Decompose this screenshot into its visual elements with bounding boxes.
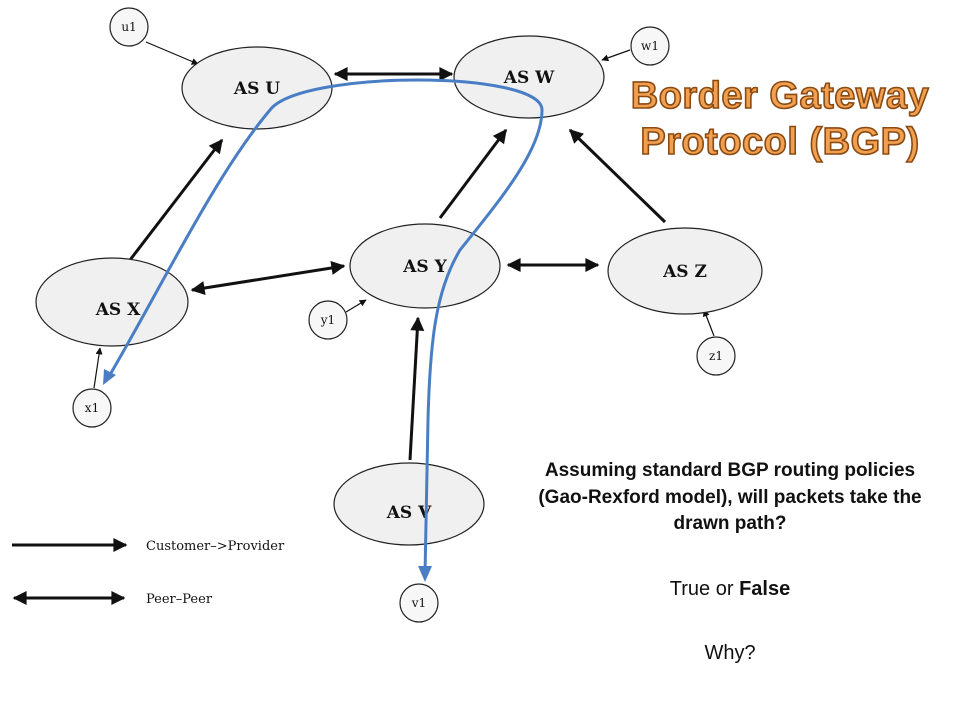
node-as-y-label: AS Y — [402, 257, 447, 277]
legend-peer-peer-label: Peer–Peer — [146, 592, 213, 607]
slide-title-line2: Protocol (BGP) — [640, 120, 920, 164]
node-as-v-label: AS V — [386, 503, 432, 523]
edge-z1-to-z — [702, 309, 715, 337]
host-v1-label: v1 — [411, 596, 426, 610]
slide-title-line1: Border Gateway — [630, 74, 930, 118]
question-text: Assuming standard BGP routing policies (… — [538, 460, 922, 535]
edge-y-to-w — [438, 128, 508, 219]
node-as-u: AS U — [181, 46, 333, 130]
answer-options: True or False — [620, 578, 840, 601]
edge-x1-to-x — [93, 347, 103, 389]
slide-title: Border Gateway Protocol (BGP) — [600, 74, 960, 165]
answer-or: or — [715, 578, 734, 600]
drawn-path — [106, 78, 544, 577]
host-y1-label: y1 — [320, 313, 335, 327]
host-w1: w1 — [630, 26, 670, 66]
node-as-w-label: AS W — [503, 68, 555, 88]
host-z1-label: z1 — [709, 349, 723, 363]
edge-v-to-y — [408, 316, 425, 461]
edge-y1-to-y — [345, 299, 367, 313]
host-v1: v1 — [399, 583, 439, 623]
edge-x-to-u — [128, 138, 224, 261]
host-u1-label: u1 — [121, 20, 136, 34]
node-as-z: AS Z — [607, 227, 763, 315]
host-x1: x1 — [72, 388, 112, 428]
drawn-path-arrowhead-v1 — [418, 566, 432, 582]
node-as-w: AS W — [453, 35, 605, 119]
legend-customer-provider-label: Customer–>Provider — [146, 539, 285, 554]
host-x1-label: x1 — [85, 401, 99, 415]
why-prompt: Why? — [704, 642, 756, 664]
answer-true: True — [669, 578, 711, 600]
drawn-path-arrowhead-x1 — [103, 369, 116, 385]
legend: Customer–>Provider Peer–Peer — [12, 538, 285, 607]
host-u1: u1 — [109, 7, 149, 47]
edge-x-y-peer — [190, 261, 346, 295]
node-as-x-label: AS X — [95, 300, 141, 320]
host-y1: y1 — [308, 300, 348, 340]
node-as-y: AS Y — [349, 223, 501, 309]
node-as-x: AS X — [35, 257, 189, 347]
edge-w1-to-w — [601, 49, 631, 62]
node-as-z-label: AS Z — [662, 262, 707, 282]
edge-z-to-w — [568, 128, 667, 224]
host-z1: z1 — [696, 336, 736, 376]
node-as-u-label: AS U — [233, 79, 280, 99]
edge-u1-to-u — [145, 41, 199, 65]
answer-false: False — [739, 578, 791, 600]
node-as-v: AS V — [333, 462, 485, 546]
host-w1-label: w1 — [641, 39, 659, 53]
